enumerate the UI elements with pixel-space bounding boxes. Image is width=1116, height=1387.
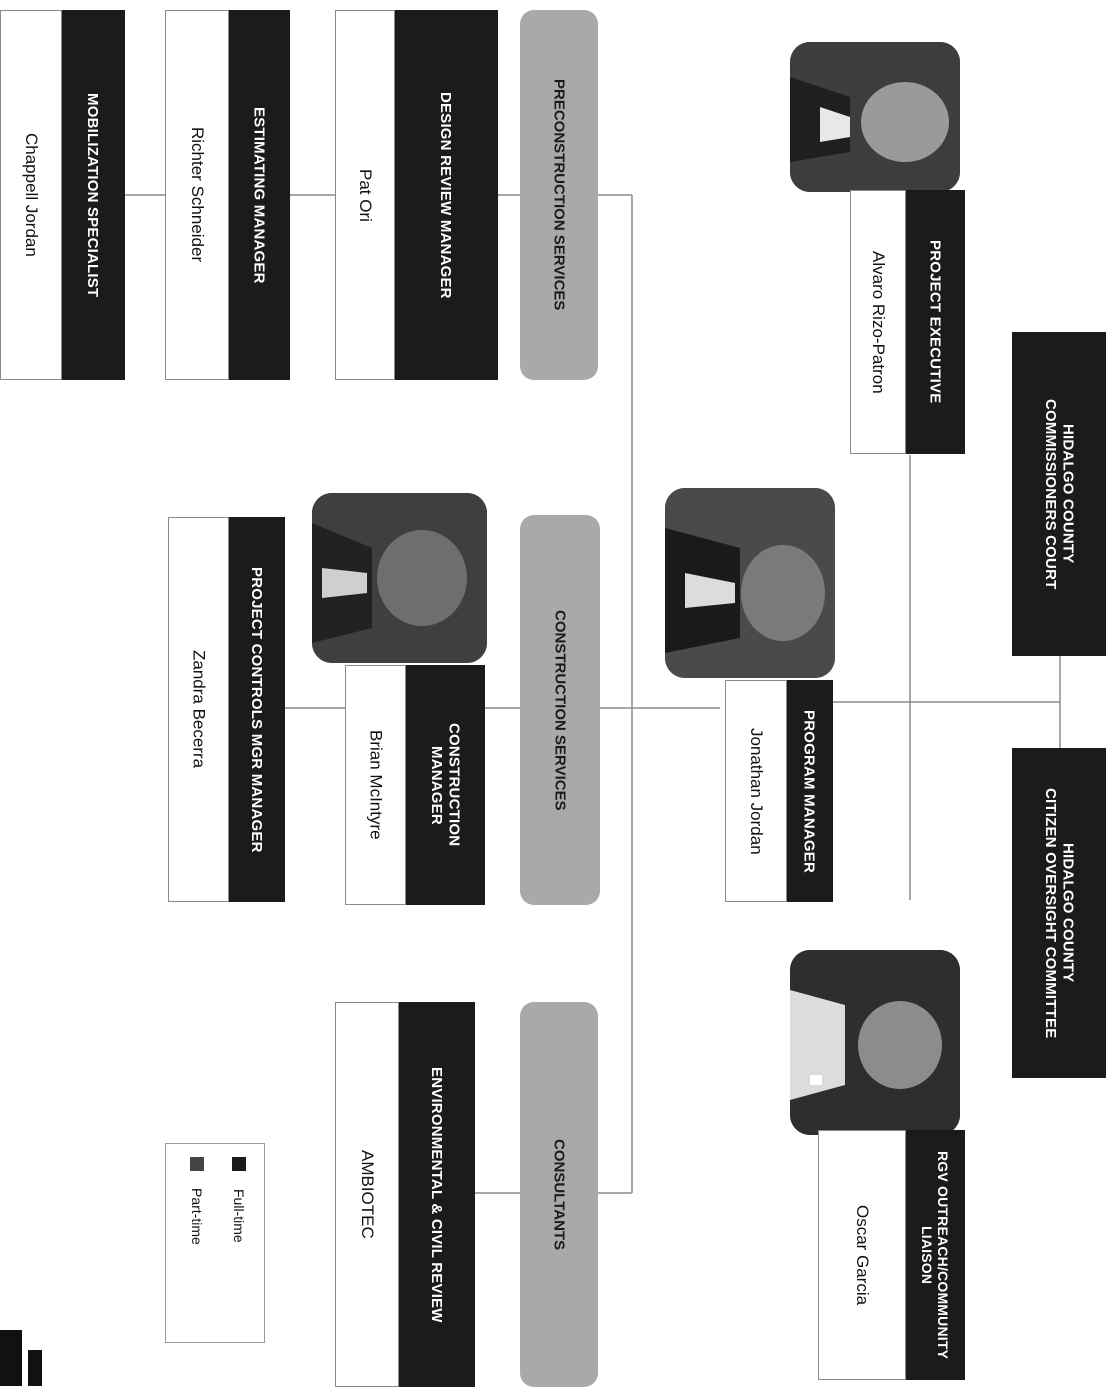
program-manager-title-box: PROGRAM MANAGER: [785, 680, 833, 902]
part-time-swatch: [190, 1157, 204, 1171]
environmental-title-box: ENVIRONMENTAL & CIVIL REVIEW: [398, 1002, 475, 1387]
estimating-name-box: Richter Schneider: [165, 10, 229, 380]
program-manager-photo: [665, 488, 835, 678]
construction-services-bar: CONSTRUCTION SERVICES: [520, 515, 600, 905]
logo-fragment: [0, 1330, 22, 1386]
program-manager-title: PROGRAM MANAGER: [800, 709, 818, 873]
preconstruction-services-label: PRECONSTRUCTION SERVICES: [550, 79, 568, 311]
construction-manager-photo: [312, 493, 487, 663]
project-executive-photo: [790, 42, 960, 192]
program-manager-name: Jonathan Jordan: [746, 727, 766, 855]
estimating-name: Richter Schneider: [187, 127, 207, 263]
project-executive-title-box: PROJECT EXECUTIVE: [905, 190, 965, 454]
project-executive-name: Alvaro Rizo-Patron: [868, 250, 888, 394]
construction-manager-title: CONSTRUCTION MANAGER: [428, 723, 463, 847]
construction-manager-name-box: Brian McIntyre: [345, 665, 406, 905]
rgv-liaison-title: RGV OUTREACH/COMMUNITY LIAISON: [919, 1150, 952, 1360]
rgv-liaison-name-box: Oscar Garcia: [818, 1130, 906, 1380]
part-time-label-box: Part-time: [186, 1176, 208, 1256]
project-executive-name-box: Alvaro Rizo-Patron: [850, 190, 906, 454]
construction-services-label: CONSTRUCTION SERVICES: [551, 609, 569, 811]
full-time-swatch: [232, 1157, 246, 1171]
project-controls-title-box: PROJECT CONTROLS MGR MANAGER: [228, 517, 285, 902]
environmental-title: ENVIRONMENTAL & CIVIL REVIEW: [428, 1066, 446, 1323]
consultants-bar: CONSULTANTS: [520, 1002, 598, 1387]
consultants-label: CONSULTANTS: [550, 1138, 568, 1251]
mobilization-name-box: Chappell Jordan: [0, 10, 62, 380]
mobilization-title-box: MOBILIZATION SPECIALIST: [60, 10, 125, 380]
rgv-liaison-photo: [790, 950, 960, 1135]
design-review-name: Pat Ori: [355, 168, 375, 222]
project-executive-title: PROJECT EXECUTIVE: [926, 240, 944, 404]
mobilization-title: MOBILIZATION SPECIALIST: [84, 92, 102, 298]
project-controls-name: Zandra Becerra: [189, 650, 209, 769]
full-time-label: Full-time: [231, 1189, 248, 1243]
estimating-title: ESTIMATING MANAGER: [250, 106, 268, 284]
mobilization-name: Chappell Jordan: [21, 133, 41, 257]
project-controls-title: PROJECT CONTROLS MGR MANAGER: [248, 566, 266, 853]
design-review-name-box: Pat Ori: [335, 10, 395, 380]
construction-manager-title-box: CONSTRUCTION MANAGER: [405, 665, 485, 905]
commissioners-court-label: HIDALGO COUNTY COMMISSIONERS COURT: [1042, 398, 1077, 590]
design-review-title-box: DESIGN REVIEW MANAGER: [393, 10, 498, 380]
part-time-label: Part-time: [189, 1187, 206, 1245]
program-manager-name-box: Jonathan Jordan: [725, 680, 787, 902]
environmental-name: AMBIOTEC: [357, 1150, 377, 1239]
commissioners-court-box: HIDALGO COUNTY COMMISSIONERS COURT: [1012, 332, 1106, 656]
environmental-name-box: AMBIOTEC: [335, 1002, 399, 1387]
rgv-liaison-title-box: RGV OUTREACH/COMMUNITY LIAISON: [905, 1130, 965, 1380]
rgv-liaison-name: Oscar Garcia: [852, 1204, 872, 1306]
oversight-committee-label: HIDALGO COUNTY CITIZEN OVERSIGHT COMMITT…: [1042, 787, 1077, 1039]
construction-manager-name: Brian McIntyre: [366, 730, 386, 840]
project-controls-name-box: Zandra Becerra: [168, 517, 229, 902]
oversight-committee-box: HIDALGO COUNTY CITIZEN OVERSIGHT COMMITT…: [1012, 748, 1106, 1078]
preconstruction-services-bar: PRECONSTRUCTION SERVICES: [520, 10, 598, 380]
estimating-title-box: ESTIMATING MANAGER: [228, 10, 290, 380]
logo-fragment-2: [28, 1350, 42, 1386]
full-time-label-box: Full-time: [228, 1176, 250, 1256]
legend: Full-time Part-time: [165, 1143, 265, 1343]
design-review-title: DESIGN REVIEW MANAGER: [437, 91, 455, 299]
